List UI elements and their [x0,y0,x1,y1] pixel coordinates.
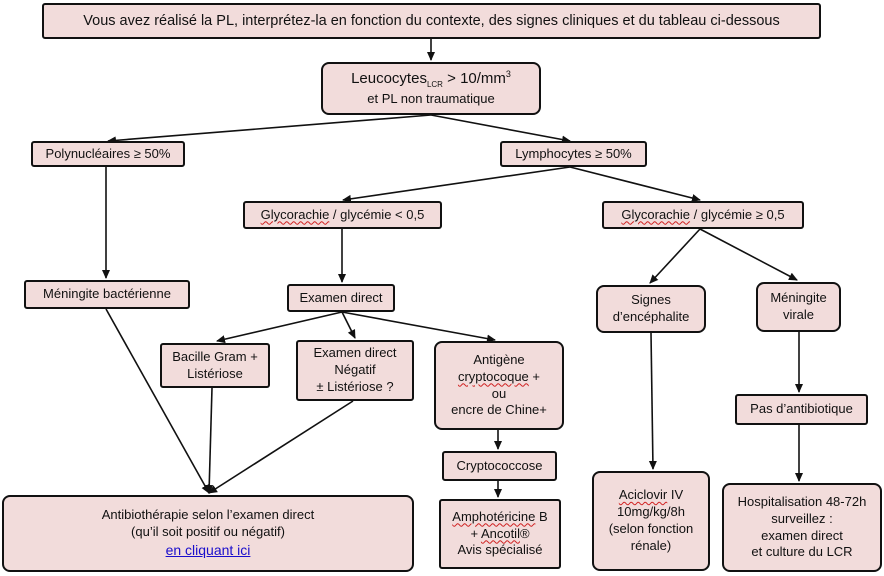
leucocytes-subscript: LCR [426,80,443,90]
edge-signes-to-aciclovir [648,332,657,470]
polynucleaires-text: Polynucléaires ≥ 50% [45,145,171,161]
glycorachie-low-word: Glycorachie [260,206,330,222]
aciclovir-node: Aciclovir IV 10mg/kg/8h (selon fonction … [592,471,710,571]
edge-exam-to-antigene [341,311,496,343]
edge-root-to-poly [107,114,432,145]
antigene-line-4: encre de Chine+ [451,402,547,418]
negatif-line-2: Négatif [334,362,376,378]
ancotil-prefix: + [470,525,481,541]
virale-line-1: Méningite [770,290,827,306]
instruction-text: Vous avez réalisé la PL, interprétez-la … [83,12,780,29]
edge-glyco-high-to-virale [699,228,798,281]
hospitalisation-node: Hospitalisation 48-72h surveillez : exam… [722,483,882,572]
leucocytes-node: LeucocytesLCR > 10/mm3 et PL non traumat… [321,62,541,115]
signes-encephalite-node: Signes d’encéphalite [596,285,706,333]
antibiotherapie-node: Antibiothérapie selon l’examen direct (q… [2,495,414,572]
cryptocoque-word: cryptocoque [457,368,529,384]
leucocytes-threshold: > 10/mm [442,70,506,88]
ancotil-suffix: ® [519,525,530,541]
edge-negatif-to-antibio [208,400,354,494]
polynucleaires-node: Polynucléaires ≥ 50% [31,141,185,167]
lymphocytes-text: Lymphocytes ≥ 50% [515,145,632,161]
signes-line-2: d’encéphalite [612,309,690,324]
virale-line-2: virale [782,307,815,322]
glycorachie-high-ratio: / glycémie ≥ 0,5 [690,206,785,222]
antibio-line-2: (qu’il soit positif ou négatif) [131,524,285,540]
lymphocytes-node: Lymphocytes ≥ 50% [500,141,647,167]
edge-lympho-to-glyco-high [569,166,701,202]
edge-root-to-lympho [430,114,571,144]
edge-glyco-high-to-signes [649,228,701,284]
edge-bacille-to-antibio [205,387,214,494]
bacille-gram-node: Bacille Gram + Listériose [160,343,270,388]
hospit-line-1: Hospitalisation 48-72h [737,493,867,509]
edge-lympho-to-glyco-low [342,166,571,203]
aciclovir-word: Aciclovir [618,487,668,503]
examen-negatif-node: Examen direct Négatif ± Listériose ? [296,340,414,401]
amphotericine-word: Amphotéricine [452,508,536,524]
edge-exam-to-bacille [216,311,343,344]
pas-antibiotique-text: Pas d’antibiotique [750,401,853,417]
antigene-line-1: Antigène [473,351,525,367]
leucocytes-label: Leucocytes [351,70,427,88]
glycorachie-high-word: Glycorachie [621,206,691,222]
meningite-virale-node: Méningite virale [756,282,841,332]
meningite-bacterienne-node: Méningite bactérienne [24,280,190,309]
examen-direct-node: Examen direct [287,284,395,312]
antigene-line-3: ou [491,385,507,401]
pas-antibiotique-node: Pas d’antibiotique [735,394,868,425]
negatif-line-3: ± Listériose ? [316,378,394,394]
bacille-line-2: Listériose [187,365,243,381]
ancotil-word: Ancotil [480,525,520,541]
avis-specialise-text: Avis spécialisé [457,542,543,558]
signes-line-1: Signes [631,292,671,308]
negatif-line-1: Examen direct [313,345,397,361]
hospit-line-3: examen direct [761,527,843,543]
pl-condition-text: et PL non traumatique [367,90,495,106]
edge-exam-to-negatif [341,311,356,339]
instruction-header-box: Vous avez réalisé la PL, interprétez-la … [42,3,821,39]
amphotericine-node: Amphotéricine B + Ancotil® Avis spéciali… [439,499,561,569]
aciclovir-suffix: IV [667,487,684,503]
aciclovir-line-3: (selon fonction [608,521,694,536]
hospit-line-4: et culture du LCR [751,544,853,560]
hospit-line-2: surveillez : [771,510,833,526]
meningite-bacterienne-text: Méningite bactérienne [43,286,171,302]
amphotericine-suffix: B [535,508,548,524]
cryptocoque-suffix: + [528,368,541,384]
glycorachie-high-node: Glycorachie / glycémie ≥ 0,5 [602,201,804,229]
antigene-cryptocoque-node: Antigène cryptocoque + ou encre de Chine… [434,341,564,430]
leucocytes-superscript: 3 [505,69,511,80]
cryptococcose-node: Cryptococcose [442,451,557,481]
glycorachie-low-ratio: / glycémie < 0,5 [329,206,425,222]
glycorachie-low-node: Glycorachie / glycémie < 0,5 [243,201,442,229]
aciclovir-line-4: rénale) [630,537,672,553]
antibio-line-1: Antibiothérapie selon l’examen direct [101,507,315,523]
antibiotherapie-link[interactable]: en cliquant ici [165,541,251,558]
cryptococcose-text: Cryptococcose [456,457,543,473]
aciclovir-line-2: 10mg/kg/8h [617,504,685,520]
edge-bact-to-antibio [105,308,210,494]
bacille-line-1: Bacille Gram + [172,348,258,364]
examen-direct-text: Examen direct [299,289,383,305]
